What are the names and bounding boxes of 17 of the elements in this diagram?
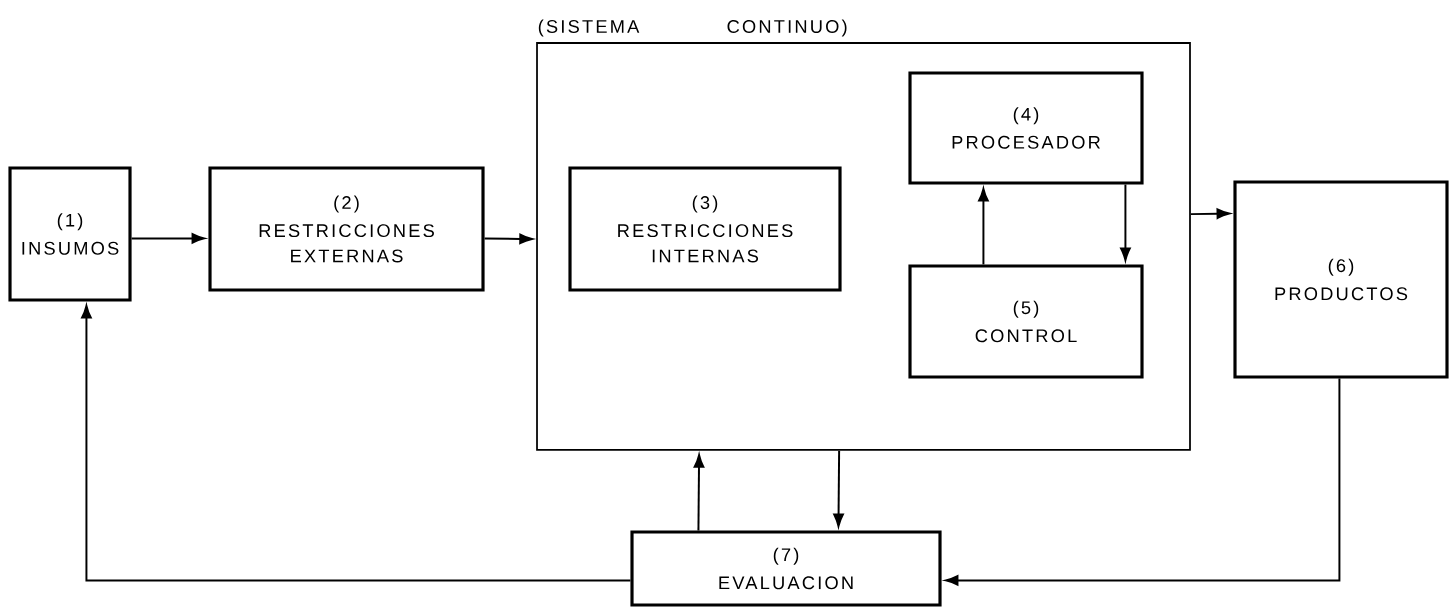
- arrow: [978, 187, 989, 266]
- node-label: (SISTEMA CONTINUO): [538, 19, 847, 37]
- process-box: (7) EVALUACION: [630, 530, 942, 607]
- process-box: (4) PROCESADOR: [908, 71, 1144, 185]
- process-box: (5) CONTROL: [908, 264, 1144, 379]
- arrow: [1120, 183, 1131, 262]
- process-box: (2) RESTRICCIONES EXTERNAS: [208, 166, 485, 292]
- arrow: [1189, 208, 1231, 219]
- arrow: [944, 377, 1341, 586]
- arrow: [693, 454, 705, 532]
- arrow: [483, 233, 533, 245]
- process-box: (6) PRODUCTOS: [1233, 180, 1449, 379]
- process-box: (3) RESTRICCIONES INTERNAS: [568, 166, 842, 292]
- arrow: [833, 449, 844, 528]
- arrow: [81, 304, 632, 582]
- arrow: [130, 233, 206, 244]
- process-box: (1) INSUMOS: [8, 166, 132, 302]
